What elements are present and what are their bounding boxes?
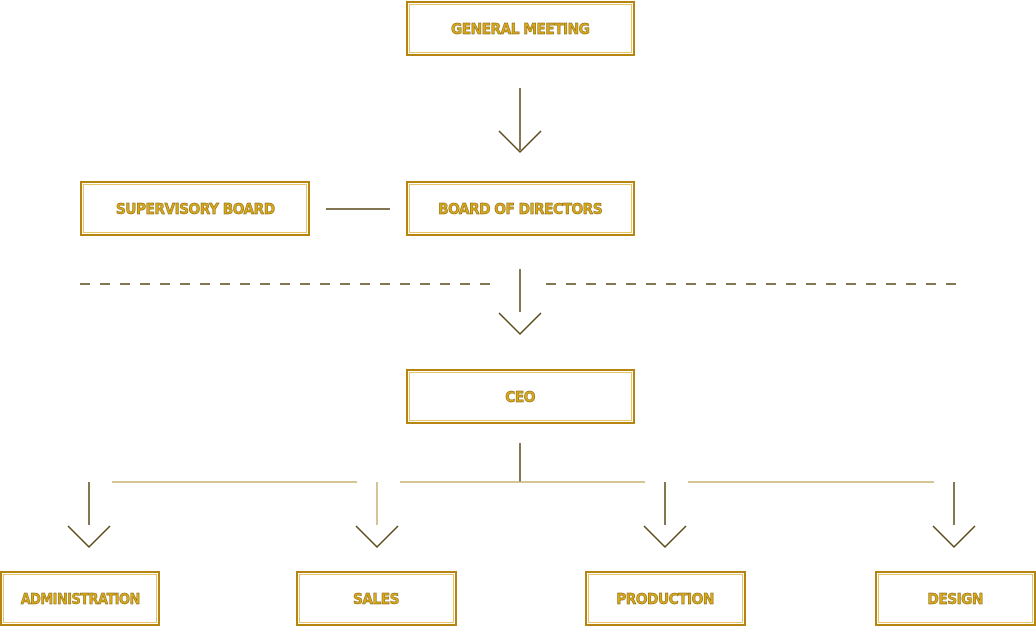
node-board-of-directors: BOARD OF DIRECTORS — [406, 181, 635, 236]
node-label: DESIGN — [927, 589, 984, 608]
node-ceo: CEO — [406, 369, 635, 424]
node-label: GENERAL MEETING — [451, 19, 590, 38]
node-general-meeting: GENERAL MEETING — [406, 1, 635, 56]
arrow-board-to-ceo — [498, 269, 542, 336]
node-administration: ADMINISTRATION — [0, 571, 160, 626]
node-production: PRODUCTION — [585, 571, 746, 626]
arrow-general-to-board — [498, 88, 542, 154]
arrow-to-production — [643, 482, 687, 549]
node-supervisory-board: SUPERVISORY BOARD — [80, 181, 310, 236]
node-label: SALES — [353, 589, 400, 608]
node-label: PRODUCTION — [616, 589, 715, 608]
node-label: ADMINISTRATION — [20, 589, 140, 608]
arrow-to-sales — [355, 482, 399, 549]
arrow-to-design — [932, 482, 976, 549]
arrow-to-administration — [67, 482, 111, 549]
node-sales: SALES — [296, 571, 457, 626]
node-label: CEO — [505, 387, 536, 406]
node-label: SUPERVISORY BOARD — [115, 199, 275, 218]
node-label: BOARD OF DIRECTORS — [438, 199, 603, 218]
node-design: DESIGN — [875, 571, 1036, 626]
